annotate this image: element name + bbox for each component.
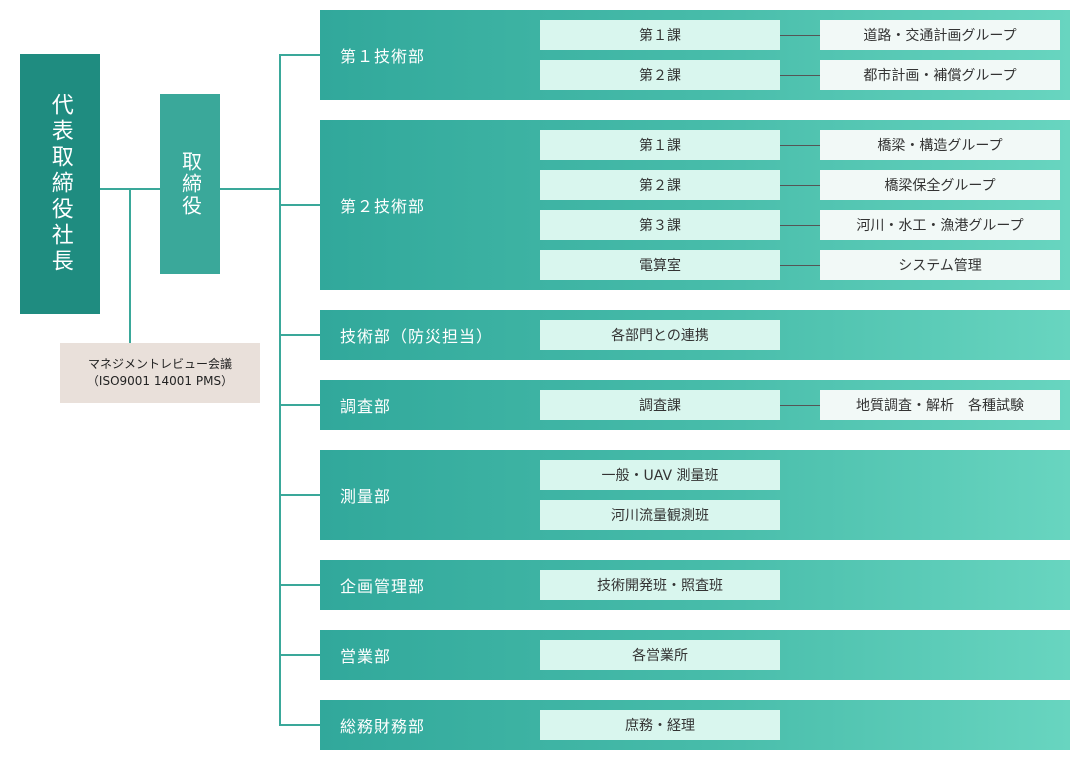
group-box: システム管理 [820, 250, 1060, 280]
department-box: 営業部 各営業所 [320, 630, 1070, 680]
department-name: 企画管理部 [340, 577, 426, 596]
connector-trunk-branch [280, 334, 320, 336]
department-box: 企画管理部 技術開発班・照査班 [320, 560, 1070, 610]
department-box: 第２技術部 第１課 橋梁・構造グループ第２課 橋梁保全グループ第３課 河川・水工・漁港グ… [320, 120, 1070, 290]
section-box: 調査課 [540, 390, 780, 420]
group-box: 都市計画・補償グループ [820, 60, 1060, 90]
meeting-subtitle: （ISO9001 14001 PMS） [86, 374, 234, 388]
section-group-connector [780, 145, 820, 146]
section-group-connector [780, 75, 820, 76]
connector-director-trunk [220, 188, 280, 190]
section-box: 電算室 [540, 250, 780, 280]
connector-trunk-branch [280, 724, 320, 726]
connector-trunk-branch [280, 404, 320, 406]
department-name: 測量部 [340, 487, 392, 506]
ceo-label: 代表取締役社長 [47, 93, 73, 275]
section-group-connector [780, 35, 820, 36]
department-name: 第１技術部 [340, 47, 426, 66]
meeting-title: マネジメントレビュー会議 [87, 357, 232, 371]
department-name: 技術部（防災担当） [340, 327, 494, 346]
section-box: 一般・UAV 測量班 [540, 460, 780, 490]
group-box: 橋梁・構造グループ [820, 130, 1060, 160]
section-group-connector [780, 185, 820, 186]
department-box: 総務財務部 庶務・経理 [320, 700, 1070, 750]
section-box: 技術開発班・照査班 [540, 570, 780, 600]
group-box: 河川・水工・漁港グループ [820, 210, 1060, 240]
management-review-box: マネジメントレビュー会議 （ISO9001 14001 PMS） [60, 343, 260, 403]
connector-trunk-branch [280, 204, 320, 206]
group-box: 地質調査・解析 各種試験 [820, 390, 1060, 420]
section-group-connector [780, 225, 820, 226]
connector-meeting-vertical [129, 188, 131, 343]
department-name: 第２技術部 [340, 197, 426, 216]
connector-trunk-vertical [279, 54, 281, 726]
group-box: 道路・交通計画グループ [820, 20, 1060, 50]
department-box: 調査部 調査課 地質調査・解析 各種試験 [320, 380, 1070, 430]
section-box: 第３課 [540, 210, 780, 240]
section-box: 庶務・経理 [540, 710, 780, 740]
department-box: 測量部 一般・UAV 測量班河川流量観測班 [320, 450, 1070, 540]
department-name: 営業部 [340, 647, 392, 666]
section-group-connector [780, 265, 820, 266]
group-box: 橋梁保全グループ [820, 170, 1060, 200]
section-group-connector [780, 405, 820, 406]
section-box: 河川流量観測班 [540, 500, 780, 530]
department-name: 調査部 [340, 397, 392, 416]
section-box: 第１課 [540, 130, 780, 160]
connector-trunk-branch [280, 654, 320, 656]
ceo-box: 代表取締役社長 [20, 54, 100, 314]
section-box: 第２課 [540, 170, 780, 200]
connector-trunk-branch [280, 54, 320, 56]
department-box: 第１技術部 第１課 道路・交通計画グループ第２課 都市計画・補償グループ [320, 10, 1070, 100]
section-box: 各営業所 [540, 640, 780, 670]
director-label: 取締役 [178, 151, 203, 217]
connector-trunk-branch [280, 584, 320, 586]
connector-trunk-branch [280, 494, 320, 496]
section-box: 第２課 [540, 60, 780, 90]
department-name: 総務財務部 [340, 717, 426, 736]
director-box: 取締役 [160, 94, 220, 274]
section-box: 第１課 [540, 20, 780, 50]
section-box: 各部門との連携 [540, 320, 780, 350]
department-box: 技術部（防災担当） 各部門との連携 [320, 310, 1070, 360]
